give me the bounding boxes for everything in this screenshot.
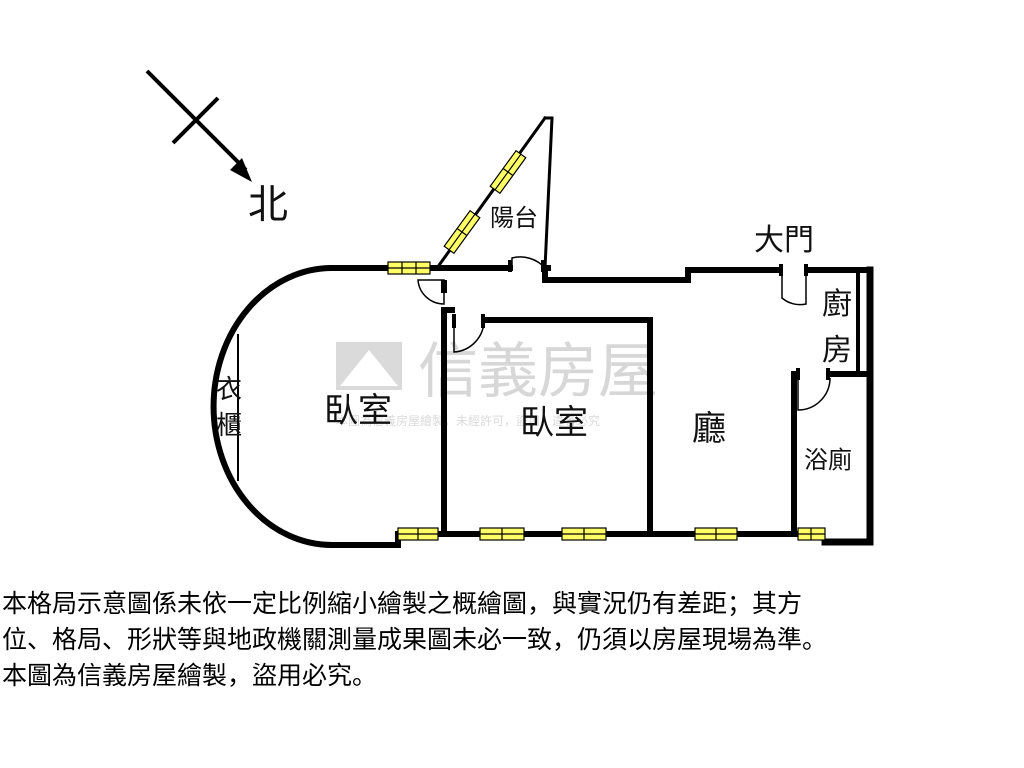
window-bottom-4 (694, 527, 738, 541)
compass-north-label: 北 (248, 182, 288, 228)
watermark-small-text: 本圖為信義房屋繪製，未經許可，盜用，違者必究 (336, 413, 600, 428)
room-labels: 陽台 大門 廚 房 衣 櫃 臥室 臥室 廳 浴廁 (216, 204, 852, 474)
window-bottom-2 (479, 527, 525, 541)
window-balcony-2 (443, 209, 481, 255)
main-door-label: 大門 (754, 223, 814, 258)
disclaimer: 本格局示意圖係未依一定比例縮小繪製之概繪圖，與實況仍有差距；其方 位、格局、形狀… (2, 586, 1022, 694)
window-bottom-5 (797, 527, 826, 541)
kitchen-label-1: 廚 (822, 287, 852, 322)
kitchen-label-2: 房 (822, 333, 852, 368)
disclaimer-line-3: 本圖為信義房屋繪製，盜用必究。 (2, 661, 378, 690)
balcony-label: 陽台 (490, 204, 538, 232)
watermark-brand: 信義房屋 (418, 337, 658, 407)
window-balcony-1 (489, 149, 527, 195)
doors (417, 256, 831, 411)
bedroom-center-label: 臥室 (520, 403, 588, 443)
wardrobe-label-1: 衣 (216, 375, 242, 405)
bathroom-label: 浴廁 (804, 446, 852, 474)
disclaimer-line-1: 本格局示意圖係未依一定比例縮小繪製之概繪圖，與實況仍有差距；其方 (2, 589, 803, 618)
window-top-left (387, 261, 431, 275)
living-room-label: 廳 (692, 409, 726, 449)
windows (387, 149, 826, 541)
floor-plan: 信義房屋 本圖為信義房屋繪製，未經許可，盜用，違者必究 北 (145, 69, 874, 549)
disclaimer-line-2: 位、格局、形狀等與地政機關測量成果圖未必一致，仍須以房屋現場為準。 (2, 625, 828, 654)
compass: 北 (145, 69, 288, 228)
bedroom-left-label: 臥室 (324, 391, 392, 431)
walls (210, 115, 874, 549)
window-bottom-3 (561, 527, 607, 541)
window-bottom-1 (397, 527, 439, 541)
wardrobe-label-2: 櫃 (216, 411, 242, 441)
watermark: 信義房屋 本圖為信義房屋繪製，未經許可，盜用，違者必究 (336, 337, 658, 428)
